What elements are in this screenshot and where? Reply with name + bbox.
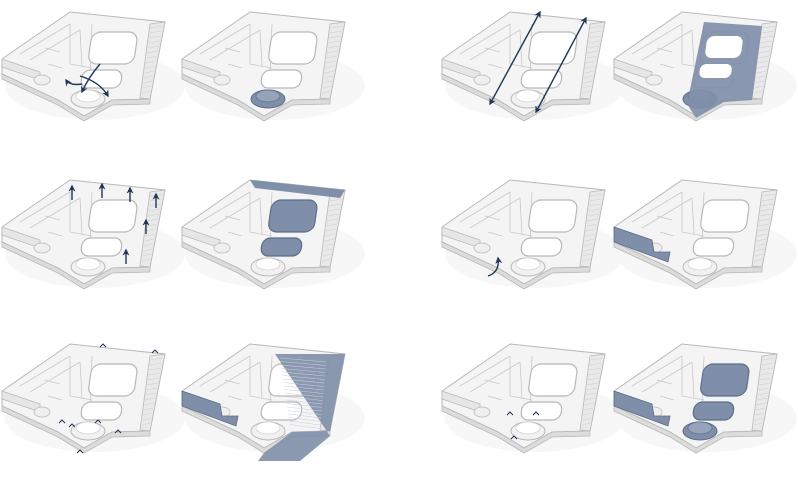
massing-model-facades-analysis [2, 180, 185, 289]
chevron-mark [100, 344, 106, 347]
round-plaza-inner [516, 258, 540, 270]
upper-court [88, 32, 138, 64]
corner-turret [214, 243, 230, 253]
massing-model-edges-analysis [2, 344, 185, 453]
upper-court [88, 200, 138, 232]
round-plaza-inner [256, 422, 280, 434]
corner-turret [34, 243, 50, 253]
corner-turret [34, 407, 50, 417]
lower-court [260, 70, 303, 88]
corner-turret [474, 75, 490, 85]
upper-court [268, 200, 318, 232]
massing-model-circulation-highlight [182, 12, 365, 121]
upper-court [268, 32, 318, 64]
spine-court-upper [704, 36, 743, 58]
lower-court [80, 402, 123, 420]
corner-turret [646, 75, 662, 85]
corner-turret [474, 243, 490, 253]
round-plaza-inner [256, 258, 280, 270]
round-plaza-inner [688, 422, 712, 434]
massing-model-volumes-analysis [442, 344, 625, 453]
massing-model-edges-highlight [182, 344, 365, 461]
round-plaza-inner [76, 422, 100, 434]
corner-turret [214, 75, 230, 85]
massing-model-axis-analysis [442, 12, 625, 121]
massing-model-volumes-highlight [614, 344, 797, 453]
round-plaza-inner [688, 258, 712, 270]
massing-model-entry-highlight [614, 180, 797, 289]
round-plaza-inner [256, 90, 280, 102]
round-plaza-inner [76, 258, 100, 270]
lower-court [260, 238, 303, 256]
massing-model-circulation-analysis [2, 12, 185, 121]
lower-court [692, 238, 735, 256]
lower-court [520, 402, 563, 420]
upper-court [528, 200, 578, 232]
round-plaza-inner [516, 90, 540, 102]
massing-model-facades-highlight [182, 180, 365, 289]
upper-court [88, 364, 138, 396]
massing-model-entry-analysis [442, 180, 625, 289]
upper-court [528, 364, 578, 396]
lower-court [692, 402, 735, 420]
corner-turret [34, 75, 50, 85]
upper-court [700, 364, 750, 396]
massing-model-axis-highlight [614, 12, 797, 121]
lower-court [520, 238, 563, 256]
spine-court-lower [699, 64, 733, 78]
round-plaza-inner [76, 90, 100, 102]
upper-court [700, 200, 750, 232]
corner-turret [474, 407, 490, 417]
lower-court [80, 238, 123, 256]
round-plaza-inner [516, 422, 540, 434]
